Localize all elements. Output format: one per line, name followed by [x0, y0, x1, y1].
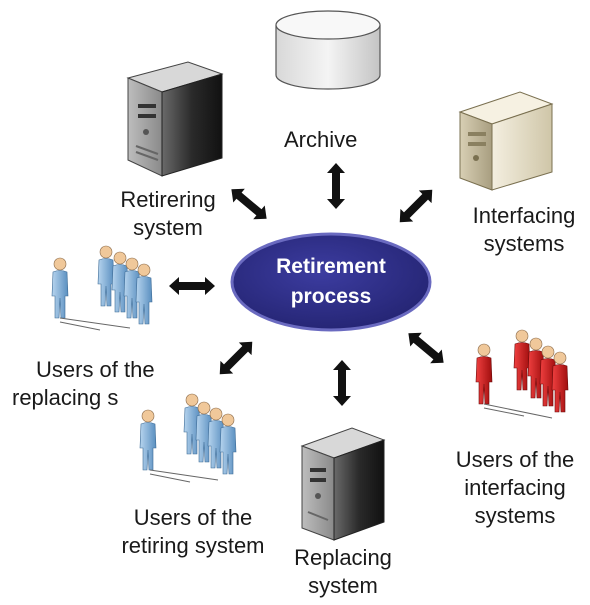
replacing-system-line-2: system: [308, 573, 378, 598]
interfacing-systems-line-2: systems: [483, 231, 565, 256]
arrow-archive: [327, 163, 345, 209]
arrow-retiring-system: [225, 182, 273, 226]
users-interfacing-line-3: systems: [474, 503, 556, 528]
users-replacing-label: Users of the replacing s: [12, 356, 182, 412]
users-replacing-line-1: Users of the: [36, 357, 155, 382]
users-interfacing-label: Users of the interfacing systems: [440, 446, 590, 530]
arrow-users-retiring: [213, 335, 259, 381]
center-line-2: process: [290, 285, 372, 308]
interfacing-systems-line-1: Interfacing: [472, 203, 576, 228]
replacing-system-label: Replacing system: [280, 544, 406, 600]
arrow-users-replacing: [169, 277, 215, 295]
retiring-system-line-1: Retirering: [120, 187, 216, 212]
arrow-interfacing-systems: [393, 183, 439, 229]
archive-label: Archive: [284, 126, 357, 154]
retiring-system-label: Retirering system: [112, 186, 224, 242]
arrow-users-interfacing: [402, 326, 450, 370]
server-tower-icon: [126, 61, 224, 177]
user-group-blue-icon: [139, 393, 237, 483]
replacing-system-line-1: Replacing: [294, 545, 392, 570]
center-line-1: Retirement: [276, 255, 386, 278]
interfacing-systems-label: Interfacing systems: [462, 202, 586, 258]
arrow-replacing-system: [333, 360, 351, 406]
retirement-process-label: Retirement process: [232, 252, 430, 312]
user-group-blue-icon: [51, 245, 153, 331]
retirement-process-node: [230, 232, 432, 332]
retiring-system-line-2: system: [133, 215, 203, 240]
users-interfacing-line-2: interfacing: [464, 475, 566, 500]
user-group-red-icon: [475, 329, 569, 419]
users-retiring-line-2: retiring system: [121, 533, 265, 558]
server-tower-beige-icon: [458, 91, 554, 191]
users-retiring-line-1: Users of the: [133, 505, 253, 530]
server-tower-icon: [300, 427, 386, 541]
users-replacing-line-2: replacing s: [12, 385, 119, 410]
database-cylinder-icon: [275, 10, 381, 90]
archive-label-text: Archive: [284, 127, 358, 152]
users-interfacing-line-1: Users of the: [455, 447, 575, 472]
users-retiring-label: Users of the retiring system: [108, 504, 278, 560]
